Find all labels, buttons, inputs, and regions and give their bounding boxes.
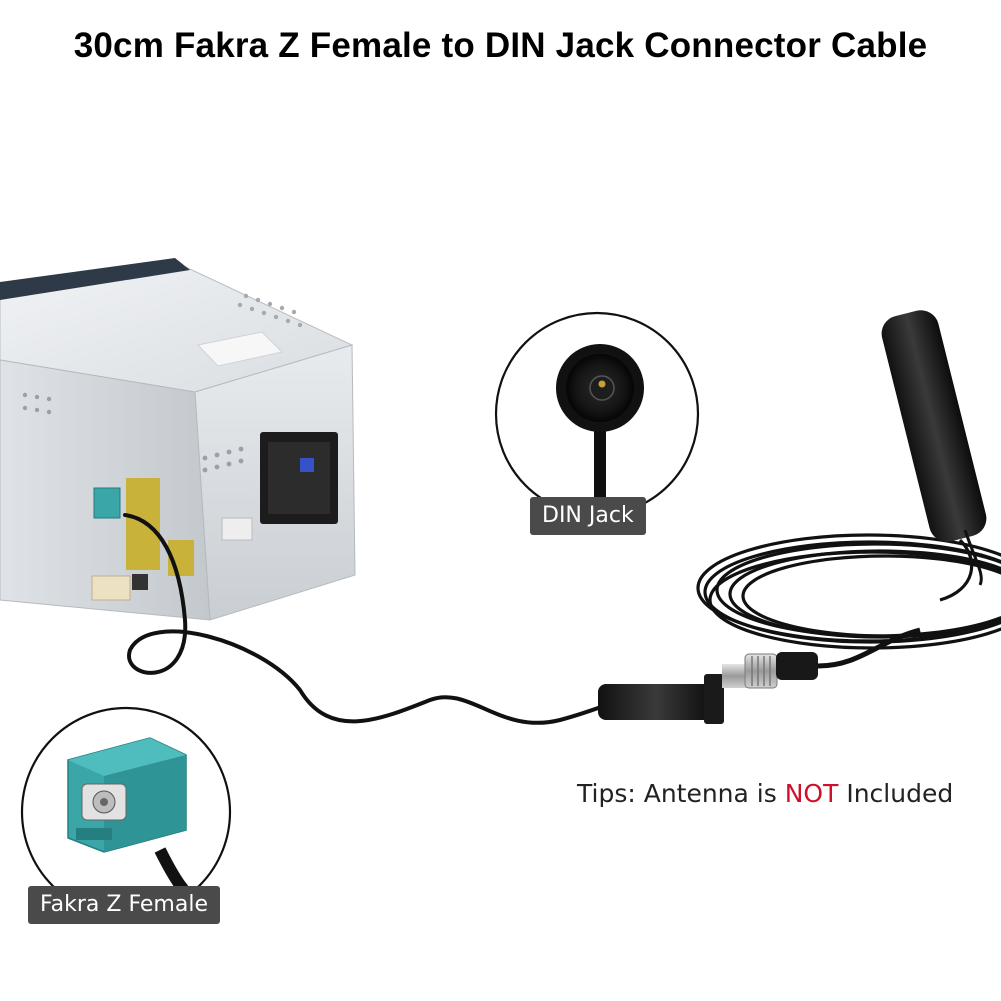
tips-suffix: Included [846, 779, 954, 808]
antenna-rod [881, 310, 987, 586]
fakra-to-din-cable [123, 513, 614, 725]
din-jack-body [598, 674, 724, 724]
fakra-z-female-label: Fakra Z Female [28, 886, 220, 924]
din-jack-label: DIN Jack [530, 497, 646, 535]
tips-emphasis: NOT [784, 779, 839, 808]
coiled-antenna-cable [696, 533, 1001, 650]
fakra-callout [20, 706, 232, 918]
page-title: 30cm Fakra Z Female to DIN Jack Connecto… [73, 26, 928, 65]
tips-note: Tips: Antenna is NOT Included [577, 779, 953, 808]
head-unit [0, 258, 356, 621]
din-jack-callout [494, 311, 700, 517]
din-plug [722, 627, 921, 689]
tips-prefix: Tips: Antenna is [577, 779, 777, 808]
